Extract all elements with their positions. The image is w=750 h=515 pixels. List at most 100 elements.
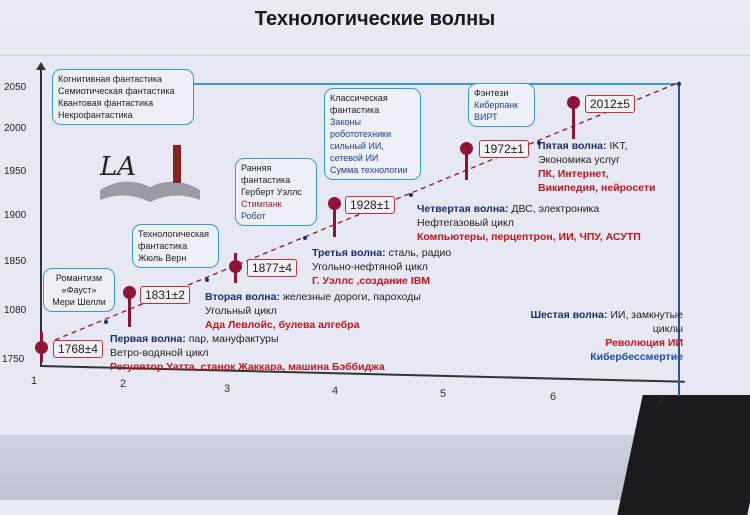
pin-icon xyxy=(35,341,48,354)
genre-line: Сумма технологии xyxy=(330,165,408,175)
genre-line: фантастика xyxy=(138,241,188,251)
genre-line: ВИРТ xyxy=(474,112,498,122)
genre-box-future: Когнитивная фантастика Семиотическая фан… xyxy=(52,69,194,125)
x-tick: 3 xyxy=(224,383,231,395)
pin-stem xyxy=(572,104,575,139)
wave-desc: IKT, xyxy=(606,140,628,152)
right-border-line xyxy=(678,84,680,396)
wave-6-text: Шестая волна: ИИ, замкнутые циклы Револю… xyxy=(508,308,684,364)
wave-cycle: Угольно-нефтяной цикл xyxy=(312,261,428,273)
genre-line: Фэнтези xyxy=(474,88,509,98)
genre-line: Ранняя xyxy=(241,163,272,173)
wave-desc: ИИ, замкнутые xyxy=(607,309,683,321)
wave-desc: сталь, радио xyxy=(385,247,452,259)
genre-line: Технологическая xyxy=(138,229,209,239)
book-logo: LA xyxy=(95,145,205,205)
pin-icon xyxy=(567,96,580,109)
wave-highlights: Регулятор Уатта, станок Жаккара, машина … xyxy=(110,361,385,373)
pin-icon xyxy=(229,260,242,273)
genre-line: Классическая xyxy=(330,93,388,103)
wave-marker xyxy=(104,320,108,324)
wave-marker xyxy=(409,193,413,197)
genre-line: Семиотическая фантастика xyxy=(58,86,175,96)
wave-cycle: Экономика услуг xyxy=(538,154,620,166)
y-tick: 2000 xyxy=(4,123,27,134)
genre-box-classic-fiction: Классическая фантастика Законы робототех… xyxy=(324,88,421,180)
wave-heading: Пятая волна: xyxy=(538,140,607,152)
genre-line: Некрофантастика xyxy=(58,110,133,120)
wave-heading: Вторая волна: xyxy=(205,291,280,303)
wave-4-text: Четвертая волна: ДВС, электроника Нефтег… xyxy=(417,202,641,244)
top-border-line xyxy=(110,83,680,85)
wave-highlights: Г. Уэллс ,создание IBM xyxy=(312,275,431,287)
pin-stem xyxy=(465,150,468,180)
x-tick: 5 xyxy=(440,388,447,400)
y-tick: 1900 xyxy=(4,210,27,221)
genre-line: Робот xyxy=(241,211,266,221)
wave-marker xyxy=(205,278,209,282)
x-tick: 7 xyxy=(658,395,665,407)
x-tick: 2 xyxy=(120,378,127,390)
genre-line: Квантовая фантастика xyxy=(58,98,154,108)
wave-highlights: Компьютеры, перцептрон, ИИ, ЧПУ, АСУТП xyxy=(417,231,641,243)
wave-heading: Третья волна: xyxy=(312,247,386,259)
slide-title: Технологические волны xyxy=(254,8,496,30)
wave-cycle: циклы xyxy=(652,323,683,335)
year-label: 1877±4 xyxy=(247,259,297,277)
x-tick: 6 xyxy=(550,391,557,403)
wave-desc: железные дороги, пароходы xyxy=(279,291,421,303)
year-label: 1928±1 xyxy=(345,196,395,214)
genre-line: Герберт Уэллс xyxy=(241,187,302,197)
wave-cycle: Ветро-водяной цикл xyxy=(110,347,209,359)
year-label: 1972±1 xyxy=(479,140,529,158)
y-axis-arrow-icon xyxy=(36,62,46,70)
genre-box-tech-fiction: Технологическая фантастика Жюль Верн xyxy=(132,224,219,268)
genre-box-early-fiction: Ранняя фантастика Герберт Уэллс Стимпанк… xyxy=(235,158,317,226)
y-axis xyxy=(40,68,42,366)
wave-heading: Первая волна: xyxy=(110,333,186,345)
wave-highlights: ПК, Интернет, xyxy=(538,168,609,180)
genre-line: фантастика xyxy=(241,175,291,185)
genre-line: фантастика xyxy=(330,105,380,115)
pin-icon xyxy=(328,197,341,210)
wave-2-text: Вторая волна: железные дороги, пароходы … xyxy=(205,290,421,332)
genre-line: Мери Шелли xyxy=(52,297,106,307)
wave-cycle: Нефтегазовый цикл xyxy=(417,217,514,229)
x-tick: 4 xyxy=(332,385,339,397)
y-tick: 1950 xyxy=(4,166,27,177)
genre-line: «Фауст» xyxy=(61,285,97,295)
wave-desc: ДВС, электроника xyxy=(508,203,600,215)
y-tick: 1750 xyxy=(2,354,25,365)
genre-box-romanticism: Романтизм «Фауст» Мери Шелли xyxy=(43,268,115,312)
genre-line: Стимпанк xyxy=(241,199,282,209)
y-tick: 1080 xyxy=(4,305,27,316)
year-label: 2012±5 xyxy=(585,95,635,113)
genre-line: сетевой ИИ xyxy=(330,153,379,163)
y-tick: 1850 xyxy=(4,256,27,267)
genre-line: Киберпанк xyxy=(474,100,519,110)
wave-highlights: Революция ИИ xyxy=(605,337,683,349)
genre-line: сильный ИИ, xyxy=(330,141,384,151)
wave-highlights: Википедия, нейросети xyxy=(538,182,656,194)
wave-1-text: Первая волна: пар, мануфактуры Ветро-вод… xyxy=(110,332,385,374)
pin-icon xyxy=(123,286,136,299)
wave-marker xyxy=(303,236,307,240)
wave-marker xyxy=(537,141,541,145)
wave-marker xyxy=(677,82,681,86)
wave-5-text: Пятая волна: IKT, Экономика услуг ПК, Ин… xyxy=(538,139,655,195)
genre-line: Когнитивная фантастика xyxy=(58,74,163,84)
wave-desc: пар, мануфактуры xyxy=(185,333,279,345)
y-tick: 2050 xyxy=(4,82,27,93)
wave-cycle: Угольный цикл xyxy=(205,305,277,317)
logo-text: LA xyxy=(99,152,136,182)
wave-heading: Четвертая волна: xyxy=(417,203,509,215)
genre-box-fantasy: Фэнтези Киберпанк ВИРТ xyxy=(468,83,535,127)
pin-stem xyxy=(333,205,336,237)
wave-highlights: Кибербессмертие xyxy=(590,351,683,363)
x-tick: 1 xyxy=(31,375,38,387)
genre-line: Законы робототехники xyxy=(330,117,392,139)
wave-highlights: Ада Левлойс, булева алгебра xyxy=(205,319,360,331)
genre-line: Романтизм xyxy=(55,273,103,283)
wave-3-text: Третья волна: сталь, радио Угольно-нефтя… xyxy=(312,246,451,288)
pin-icon xyxy=(460,142,473,155)
